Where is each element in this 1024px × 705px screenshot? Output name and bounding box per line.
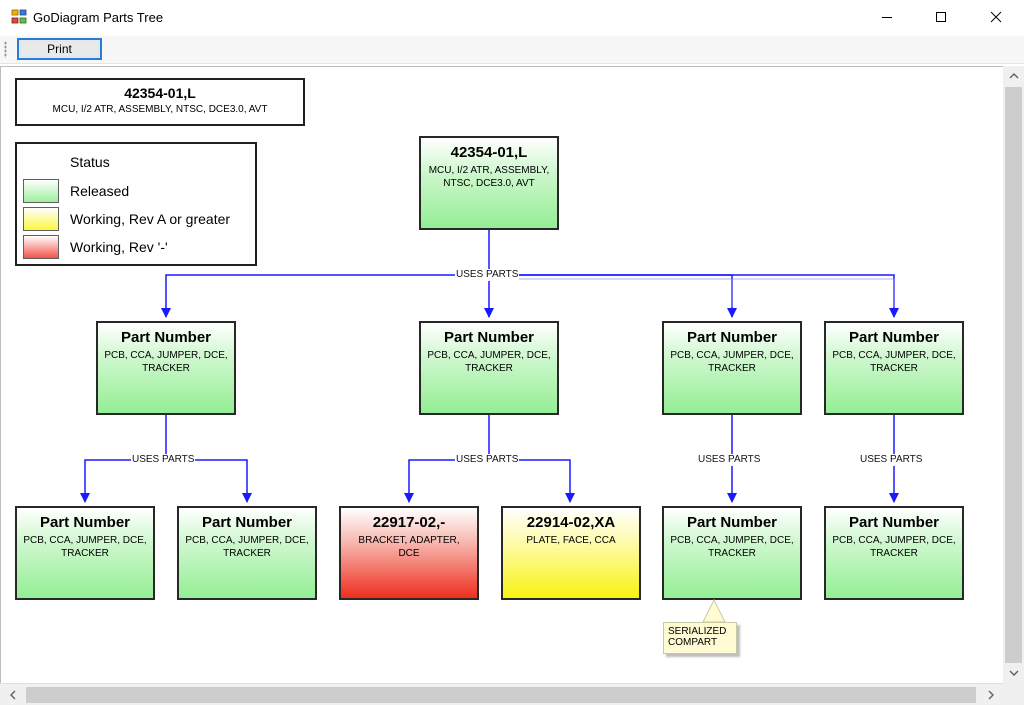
minimize-icon (882, 17, 892, 18)
link-label-uses-parts: USES PARTS (859, 454, 924, 466)
node-title: Part Number (848, 329, 940, 346)
legend-swatch-green (23, 179, 59, 203)
chevron-down-icon (1009, 670, 1019, 676)
node-description: PCB, CCA, JUMPER, DCE, TRACKER (832, 535, 956, 559)
legend-item-working-rev-dash: Working, Rev '-' (23, 235, 168, 259)
root-part-node[interactable]: 42354-01,L MCU, I/2 ATR, ASSEMBLY, NTSC,… (419, 136, 559, 230)
maximize-icon (936, 12, 946, 22)
legend-item-working-rev-a: Working, Rev A or greater (23, 207, 230, 231)
diagram-canvas[interactable]: 42354-01,L MCU, I/2 ATR, ASSEMBLY, NTSC,… (0, 66, 1003, 683)
node-title: Part Number (39, 514, 131, 531)
part-node-22917[interactable]: 22917-02,- BRACKET, ADAPTER, DCE (339, 506, 479, 600)
part-node-l1-2[interactable]: Part Number PCB, CCA, JUMPER, DCE, TRACK… (419, 321, 559, 415)
header-part-box[interactable]: 42354-01,L MCU, I/2 ATR, ASSEMBLY, NTSC,… (15, 78, 305, 126)
part-node-l2-1[interactable]: Part Number PCB, CCA, JUMPER, DCE, TRACK… (15, 506, 155, 600)
part-node-l2-5[interactable]: Part Number PCB, CCA, JUMPER, DCE, TRACK… (662, 506, 802, 600)
close-button[interactable] (973, 0, 1019, 34)
scroll-up-button[interactable] (1004, 66, 1024, 86)
legend-item-released: Released (23, 179, 129, 203)
node-description: PCB, CCA, JUMPER, DCE, TRACKER (104, 350, 228, 374)
node-description: MCU, I/2 ATR, ASSEMBLY, NTSC, DCE3.0, AV… (428, 165, 550, 189)
title-bar: GoDiagram Parts Tree (0, 0, 1024, 36)
legend-label: Working, Rev A or greater (70, 211, 231, 227)
vertical-scroll-thumb[interactable] (1005, 87, 1022, 663)
window-title: GoDiagram Parts Tree (33, 10, 164, 25)
node-title: 42354-01,L (450, 144, 528, 161)
header-part-description: MCU, I/2 ATR, ASSEMBLY, NTSC, DCE3.0, AV… (52, 104, 268, 115)
scroll-down-button[interactable] (1004, 663, 1024, 683)
part-node-l1-3[interactable]: Part Number PCB, CCA, JUMPER, DCE, TRACK… (662, 321, 802, 415)
node-description: PCB, CCA, JUMPER, DCE, TRACKER (185, 535, 309, 559)
part-node-l1-1[interactable]: Part Number PCB, CCA, JUMPER, DCE, TRACK… (96, 321, 236, 415)
print-button[interactable]: Print (17, 38, 102, 60)
node-description: BRACKET, ADAPTER, DCE (358, 535, 460, 559)
legend-swatch-yellow (23, 207, 59, 231)
chevron-up-icon (1009, 73, 1019, 79)
chevron-left-icon (10, 690, 16, 700)
node-description: PCB, CCA, JUMPER, DCE, TRACKER (670, 350, 794, 374)
node-description: PCB, CCA, JUMPER, DCE, TRACKER (427, 350, 551, 374)
part-node-l1-4[interactable]: Part Number PCB, CCA, JUMPER, DCE, TRACK… (824, 321, 964, 415)
minimize-button[interactable] (864, 0, 910, 34)
scroll-right-button[interactable] (981, 685, 1001, 705)
status-legend[interactable]: Status Released Working, Rev A or greate… (15, 142, 257, 266)
horizontal-scrollbar[interactable] (0, 683, 1003, 705)
part-node-22914[interactable]: 22914-02,XA PLATE, FACE, CCA (501, 506, 641, 600)
node-title: Part Number (686, 514, 778, 531)
comment-line-1: SERIALIZED (668, 626, 727, 637)
link-label-uses-parts: USES PARTS (455, 269, 520, 281)
legend-swatch-red (23, 235, 59, 259)
scroll-left-button[interactable] (3, 685, 23, 705)
toolbar: Print (0, 36, 1024, 64)
scrollbar-corner (1003, 683, 1024, 705)
node-title: 22914-02,XA (526, 514, 616, 531)
diagram-app-icon (11, 9, 27, 24)
legend-title: Status (70, 154, 110, 170)
legend-label: Released (70, 183, 130, 199)
link-label-uses-parts: USES PARTS (131, 454, 196, 466)
node-title: 22917-02,- (372, 514, 446, 531)
serialized-comment[interactable]: SERIALIZED COMPART (663, 622, 737, 654)
part-node-l2-6[interactable]: Part Number PCB, CCA, JUMPER, DCE, TRACK… (824, 506, 964, 600)
node-description: PCB, CCA, JUMPER, DCE, TRACKER (670, 535, 794, 559)
legend-label: Working, Rev '-' (70, 239, 168, 255)
node-title: Part Number (848, 514, 940, 531)
node-description: PLATE, FACE, CCA (526, 535, 616, 546)
link-label-uses-parts: USES PARTS (455, 454, 520, 466)
close-icon (990, 11, 1002, 23)
toolbar-grip[interactable] (4, 41, 7, 58)
horizontal-scroll-thumb[interactable] (26, 687, 976, 703)
link-root-children-shadow (489, 278, 895, 307)
link-label-uses-parts: USES PARTS (697, 454, 762, 466)
node-description: PCB, CCA, JUMPER, DCE, TRACKER (832, 350, 956, 374)
header-part-number: 42354-01,L (124, 85, 196, 101)
node-title: Part Number (686, 329, 778, 346)
chevron-right-icon (988, 690, 994, 700)
vertical-scrollbar[interactable] (1003, 66, 1024, 683)
part-node-l2-2[interactable]: Part Number PCB, CCA, JUMPER, DCE, TRACK… (177, 506, 317, 600)
maximize-button[interactable] (918, 0, 964, 34)
node-title: Part Number (201, 514, 293, 531)
link-root-children[interactable] (161, 229, 899, 318)
node-description: PCB, CCA, JUMPER, DCE, TRACKER (23, 535, 147, 559)
comment-line-2: COMPART (668, 637, 718, 648)
node-title: Part Number (120, 329, 212, 346)
node-title: Part Number (443, 329, 535, 346)
